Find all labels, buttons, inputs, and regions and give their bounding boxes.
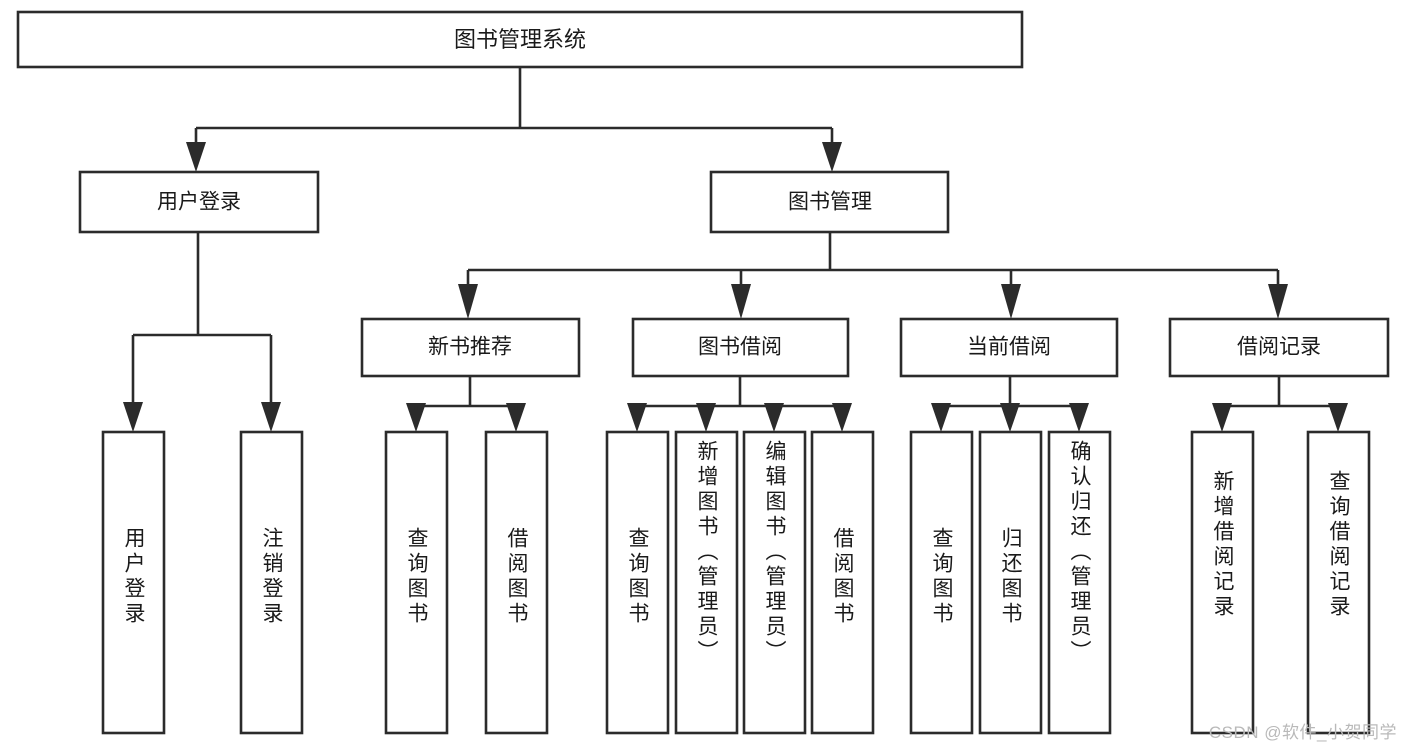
node-borrow-record-box[interactable]: [1168, 317, 1390, 378]
node-leaf-logout-login-box[interactable]: [239, 430, 304, 735]
arrow-icon-leaf-query-book-3: [931, 403, 951, 432]
connector-userlogin-to-leaves: [123, 232, 281, 432]
arrow-icon-leaf-query-book-1: [406, 403, 426, 432]
arrow-icon-book-manage: [822, 142, 842, 172]
arrow-icon-user-login: [186, 142, 206, 172]
arrow-icon-book-borrow: [731, 284, 751, 319]
connector-currentborrow-to-leaves: [931, 376, 1089, 432]
node-leaf-user-login-box[interactable]: [101, 430, 166, 735]
node-leaf-add-record-box[interactable]: [1190, 430, 1255, 735]
node-root[interactable]: 图书管理系统: [16, 10, 1024, 69]
arrow-icon-leaf-user-login: [123, 402, 143, 432]
node-leaf-query-record-box[interactable]: [1306, 430, 1371, 735]
node-leaf-add-book-box[interactable]: [674, 430, 739, 735]
arrow-icon-current-borrow: [1001, 284, 1021, 319]
node-leaf-return-book-box[interactable]: [978, 430, 1043, 735]
node-user-login-box[interactable]: [78, 170, 320, 234]
node-current-borrow-label: 当前借阅: [967, 336, 1051, 359]
arrow-icon-leaf-add-record: [1212, 403, 1232, 432]
connector-root-to-level2: [186, 67, 842, 172]
arrow-icon-leaf-borrow-book-1: [506, 403, 526, 432]
node-leaf-query-book-1-box[interactable]: [384, 430, 449, 735]
arrow-icon-leaf-query-record: [1328, 403, 1348, 432]
connector-borrowrecord-to-leaves: [1212, 376, 1348, 432]
connector-bookmanage-to-level3: [458, 232, 1288, 319]
arrow-icon-leaf-borrow-book-2: [832, 403, 852, 432]
node-book-manage[interactable]: 图书管理: [709, 170, 950, 234]
node-book-borrow[interactable]: 图书借阅: [631, 317, 850, 378]
node-borrow-record[interactable]: 借阅记录: [1168, 317, 1390, 378]
node-user-login-label: 用户登录: [157, 191, 241, 214]
node-leaf-confirm-return-box[interactable]: [1047, 430, 1112, 735]
arrow-icon-leaf-query-book-2: [627, 403, 647, 432]
node-book-borrow-box[interactable]: [631, 317, 850, 378]
node-new-book-recommend-label: 新书推荐: [428, 336, 512, 359]
node-current-borrow[interactable]: 当前借阅: [899, 317, 1119, 378]
node-leaf-query-book-3-box[interactable]: [909, 430, 974, 735]
connector-bookborrow-to-leaves: [627, 376, 852, 432]
node-new-book-recommend[interactable]: 新书推荐: [360, 317, 581, 378]
node-root-label: 图书管理系统: [454, 27, 586, 52]
node-book-manage-label: 图书管理: [788, 191, 872, 214]
arrow-icon-new-book: [458, 284, 478, 319]
node-leaf-borrow-book-2-box[interactable]: [810, 430, 875, 735]
node-new-book-recommend-box[interactable]: [360, 317, 581, 378]
node-book-manage-box[interactable]: [709, 170, 950, 234]
node-leaf-edit-book-box[interactable]: [742, 430, 807, 735]
node-current-borrow-box[interactable]: [899, 317, 1119, 378]
node-root-box[interactable]: [16, 10, 1024, 69]
node-leaf-query-book-2-box[interactable]: [605, 430, 670, 735]
connector-newbook-to-leaves: [406, 376, 526, 432]
arrow-icon-leaf-return-book: [1000, 403, 1020, 432]
node-book-borrow-label: 图书借阅: [698, 336, 782, 359]
arrow-icon-borrow-record: [1268, 284, 1288, 319]
node-borrow-record-label: 借阅记录: [1237, 336, 1321, 359]
arrow-icon-leaf-confirm-return: [1069, 403, 1089, 432]
node-leaf-borrow-book-1-box[interactable]: [484, 430, 549, 735]
arrow-icon-leaf-edit-book: [764, 403, 784, 432]
node-user-login[interactable]: 用户登录: [78, 170, 320, 234]
arrow-icon-leaf-add-book: [696, 403, 716, 432]
arrow-icon-leaf-logout: [261, 402, 281, 432]
